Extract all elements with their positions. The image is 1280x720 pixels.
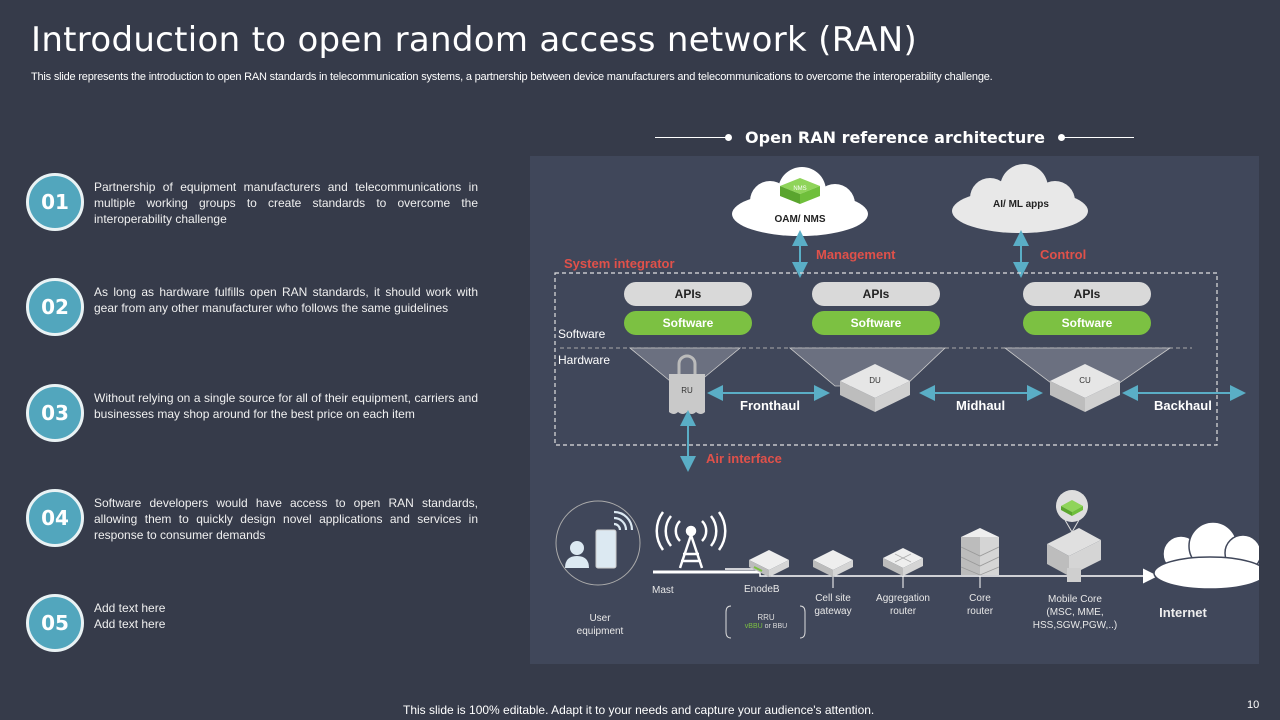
user-person-icon — [565, 541, 589, 568]
architecture-title: Open RAN reference architecture — [745, 128, 1045, 147]
list-item: 04 Software developers would have access… — [26, 489, 486, 549]
number-badge: 02 — [26, 278, 84, 336]
list-item: 03 Without relying on a single source fo… — [26, 384, 486, 444]
software-pill: Software — [812, 311, 940, 335]
number-badge: 01 — [26, 173, 84, 231]
mobile-core-building-icon — [1047, 528, 1101, 582]
user-equipment-circle — [555, 500, 641, 586]
air-interface-label: Air interface — [706, 451, 782, 466]
software-pill: Software — [624, 311, 752, 335]
du-device-icon — [840, 364, 910, 412]
ru-label: RU — [681, 386, 693, 395]
aggregation-router-label: Aggregation router — [876, 593, 930, 617]
backhaul-label: Backhaul — [1154, 398, 1212, 413]
ai-ml-label: AI/ ML apps — [993, 199, 1049, 210]
number-badge: 03 — [26, 384, 84, 442]
cu-label: CU — [1079, 376, 1091, 385]
internet-label: Internet — [1159, 605, 1207, 620]
phone-icon — [595, 529, 617, 569]
page-number: 10 — [1247, 699, 1260, 711]
cell-site-gateway-label: Cell site gateway — [814, 593, 852, 617]
item-text: Software developers would have access to… — [94, 496, 478, 542]
item-text: Add text here Add text here — [94, 601, 166, 631]
list-item: 01 Partnership of equipment manufacturer… — [26, 173, 486, 233]
fronthaul-label: Fronthaul — [740, 398, 800, 413]
enodeb-device-icon — [749, 550, 789, 577]
item-text: Partnership of equipment manufacturers a… — [94, 180, 478, 226]
software-layer-label: Software — [558, 327, 606, 341]
enodeb-label: EnodeB — [744, 584, 780, 595]
api-pill: APIs — [624, 282, 752, 306]
page-title: Introduction to open random access netwo… — [31, 20, 918, 60]
system-integrator-box — [554, 272, 1218, 446]
mobile-core-label: Mobile Core (MSC, MME, HSS,SGW,PGW,..) — [1032, 594, 1118, 631]
item-text: As long as hardware fulfills open RAN st… — [94, 285, 478, 315]
rru-label: RRU — [757, 613, 775, 622]
management-label: Management — [816, 247, 896, 262]
control-label: Control — [1040, 247, 1087, 262]
architecture-heading: Open RAN reference architecture — [655, 126, 1135, 150]
midhaul-label: Midhaul — [956, 398, 1006, 413]
divider-dot — [725, 134, 732, 141]
nms-device-icon — [780, 178, 820, 204]
or-bbu-text: or BBU — [764, 623, 788, 630]
cu-device-icon — [1050, 364, 1120, 412]
item-text: Without relying on a single source for a… — [94, 391, 478, 421]
list-item: 05 Add text here Add text here — [26, 594, 486, 654]
vbbu-text: vBBU — [744, 623, 763, 630]
core-router-icon — [960, 528, 1000, 576]
diagram-graphics — [554, 164, 1259, 639]
list-item: 02 As long as hardware fulfills open RAN… — [26, 278, 486, 338]
divider-dot — [1058, 134, 1065, 141]
divider-line — [1062, 137, 1134, 138]
bracket-left — [725, 605, 732, 639]
api-pill: APIs — [812, 282, 940, 306]
divider-line — [655, 137, 727, 138]
core-router-label: Core router — [966, 593, 994, 617]
aggregation-router-icon — [883, 548, 923, 576]
number-badge: 05 — [26, 594, 84, 652]
footer-note: This slide is 100% editable. Adapt it to… — [403, 703, 875, 717]
hardware-layer-label: Hardware — [558, 353, 611, 367]
du-label: DU — [869, 376, 881, 385]
ai-cloud-icon — [952, 164, 1088, 233]
internet-cloud-icon — [1153, 521, 1259, 590]
user-equipment-label: User equipment — [576, 613, 624, 637]
api-pill: APIs — [1023, 282, 1151, 306]
architecture-panel: OAM/ NMS NMS AI/ ML apps Management Cont… — [530, 156, 1259, 664]
mast-label: Mast — [652, 585, 674, 596]
oam-nms-label: OAM/ NMS — [774, 214, 826, 225]
cell-site-gateway-icon — [813, 550, 853, 577]
bbu-label: vBBU or BBU — [735, 623, 797, 630]
bracket-right — [799, 605, 806, 639]
nms-badge-label: NMS — [793, 186, 807, 192]
number-badge: 04 — [26, 489, 84, 547]
wifi-icon — [613, 510, 634, 531]
mast-icon — [655, 511, 727, 569]
software-pill: Software — [1023, 311, 1151, 335]
mobile-core-green-device-icon — [1061, 500, 1083, 516]
ru-device-icon — [669, 354, 705, 414]
system-integrator-label: System integrator — [564, 256, 675, 271]
page-subtitle: This slide represents the introduction t… — [31, 71, 993, 83]
